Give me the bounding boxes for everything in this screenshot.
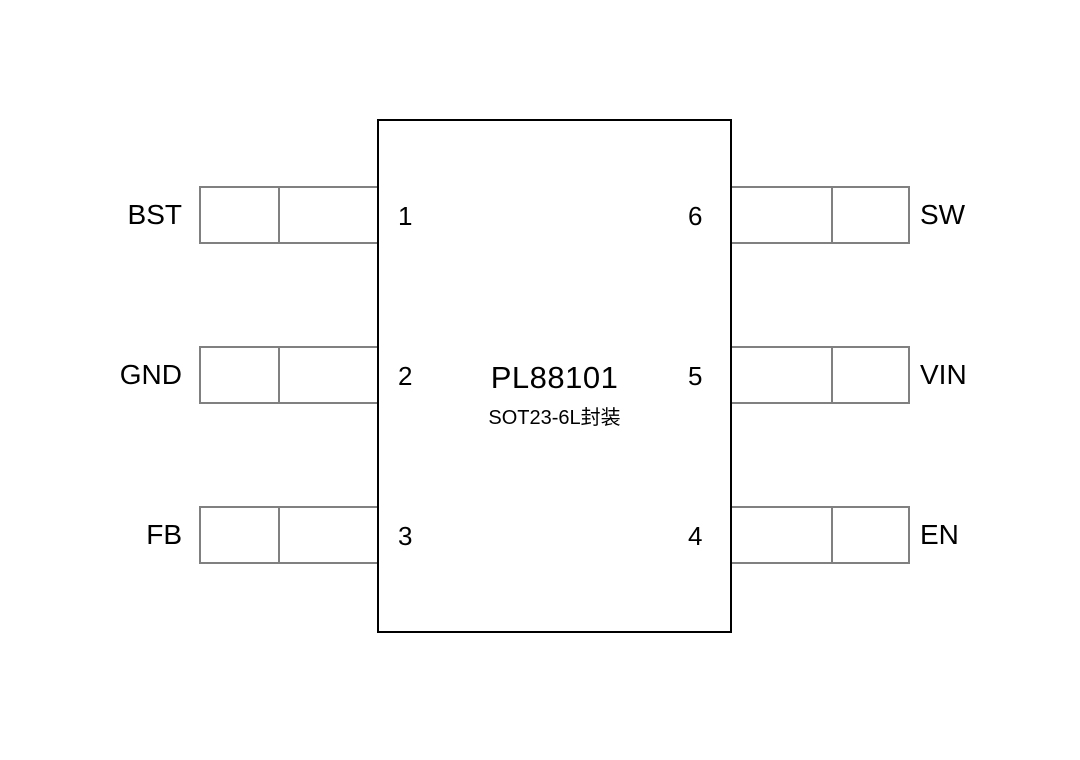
pin-label-fb: FB: [146, 519, 182, 550]
ic-center-text-group: PL88101 SOT23-6L封装: [379, 359, 730, 431]
pin-label-sw: SW: [920, 199, 966, 230]
pin-number-4: 4: [688, 521, 703, 551]
pin-number-2: 2: [398, 361, 413, 391]
ic-body-rectangle: PL88101 SOT23-6L封装: [377, 119, 732, 633]
pin-body-left-3: [199, 506, 379, 564]
pin-divider-icon: [831, 348, 833, 402]
pin-body-right-6: [730, 186, 910, 244]
pin-body-left-2: [199, 346, 379, 404]
part-number-text: PL88101: [490, 360, 619, 395]
pin-body-left-1: [199, 186, 379, 244]
pin-number-1: 1: [398, 201, 413, 231]
pin-divider-icon: [278, 348, 280, 402]
pin-divider-icon: [278, 188, 280, 242]
pin-body-right-4: [730, 506, 910, 564]
pin-number-6: 6: [688, 201, 703, 231]
pin-label-gnd: GND: [119, 359, 182, 390]
pin-label-bst: BST: [127, 199, 182, 230]
package-type-text: SOT23-6L封装: [488, 407, 621, 429]
pin-label-vin: VIN: [920, 359, 967, 390]
pin-divider-icon: [278, 508, 280, 562]
pin-divider-icon: [831, 508, 833, 562]
pin-divider-icon: [831, 188, 833, 242]
pin-label-en: EN: [920, 519, 959, 550]
pin-body-right-5: [730, 346, 910, 404]
pin-number-5: 5: [688, 361, 703, 391]
pin-number-3: 3: [398, 521, 413, 551]
